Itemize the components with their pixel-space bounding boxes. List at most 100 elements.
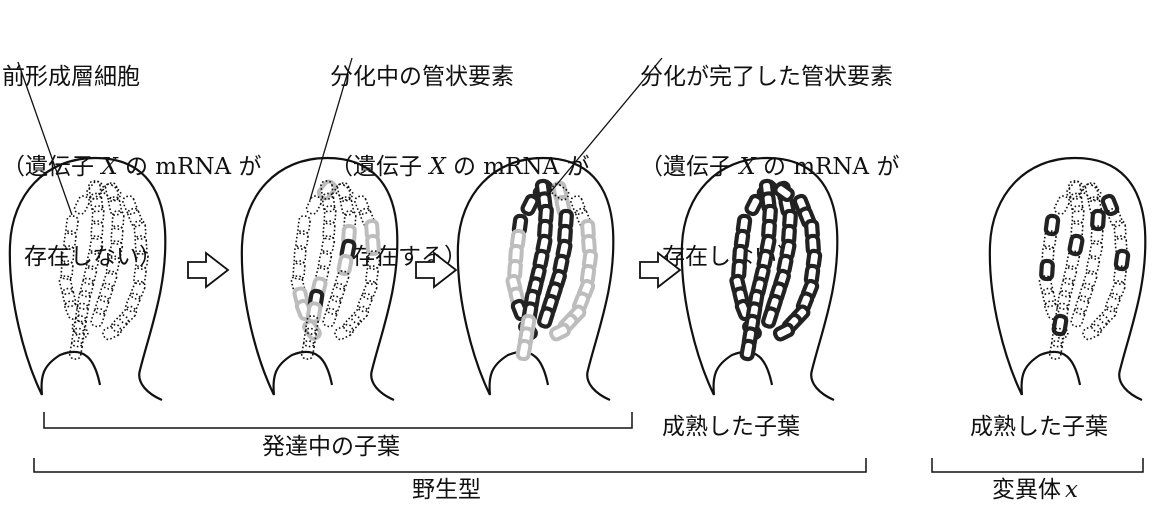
procambium-cell [82,265,98,285]
completed-element [1043,213,1061,237]
procambium-cell [107,196,123,216]
procambium-cell [1059,277,1075,298]
caption-mature-wildtype: 成熟した子葉 [662,414,800,440]
procambium-cell [330,282,346,303]
procambium-cell [1044,300,1060,320]
procambium-cell [1053,195,1071,215]
procambium-cell [305,315,319,335]
completed-element [773,181,795,203]
procambium-cell [1082,270,1098,290]
procambium-cell [357,292,373,313]
leader-line-differentiating [309,57,353,201]
procambium-cell [1084,182,1100,202]
procambium-cell [1113,265,1127,285]
procambium-cell [90,220,104,240]
differentiating-element [316,179,338,201]
callout-procambium-line2b: の mRNA が [117,154,262,180]
procambium-cell [1107,207,1123,228]
procambium-cell [295,230,309,250]
procambium-cell [334,323,354,341]
procambium-cell [1088,240,1104,260]
procambium-cell [61,245,75,265]
procambium-cell [322,307,338,328]
leader-line-completed [547,57,663,196]
procambium-cell [303,327,317,348]
procambium-cell [350,305,370,325]
arrow-icon-3 [639,251,682,289]
procambium-cell [77,290,91,310]
differentiating-element [365,233,381,257]
procambium-cell [75,302,89,323]
procambium-cell [339,196,355,216]
procambium-cell [61,287,77,308]
procambium-cell [1090,225,1104,245]
procambium-cell [305,195,323,215]
procambium-cell [1069,192,1084,213]
completed-element [1067,233,1085,257]
procambium-cell [134,235,148,255]
procambium-cell [1043,230,1057,250]
procambium-cell [110,314,130,333]
bracket-wildtype [33,458,867,473]
procambium-cell [570,195,586,215]
procambium-cell [1070,220,1084,240]
procambium-cell [1082,323,1102,341]
completed-element [1090,208,1106,232]
callout-procambium-title: 前形成層細胞 [2,64,140,90]
procambium-cell [321,192,336,213]
procambium-cell [1070,307,1086,328]
procambium-cell [359,207,375,228]
completed-element [761,306,779,329]
procambium-cell [1048,340,1064,360]
vein-network-2 [290,179,381,360]
procambium-cell [130,280,146,300]
vein-network-4 [729,178,823,362]
procambium-cell [110,225,124,245]
completed-element [1113,248,1131,272]
completed-element [520,193,540,217]
procambium-cell [1057,290,1071,310]
procambium-cell [297,215,311,235]
procambium-cell [135,250,149,270]
procambium-cell [71,327,85,348]
differentiating-element [305,301,323,324]
procambium-cell [1062,265,1078,285]
vein-network-3 [505,178,599,362]
procambium-cell [111,210,125,230]
procambium-cell [367,250,381,270]
procambium-cell [1078,282,1094,303]
caption-mutant-text: 変異体 [992,477,1061,503]
leader-line-procambium [17,61,73,216]
procambium-cell [300,340,316,360]
vein-network-1 [58,180,149,360]
differentiating-element [549,322,571,342]
procambium-cell [105,255,121,275]
procambium-cell [1110,280,1126,300]
procambium-cell [102,323,122,341]
procambium-cell [104,182,120,202]
procambium-cell [354,195,370,215]
procambium-cell [334,270,350,290]
callout-differentiating-line2b: の mRNA が [445,154,590,180]
procambium-cell [1071,205,1085,225]
procambium-cell [1041,245,1055,265]
callout-completed-line3: 存在しない） [662,244,800,270]
procambium-cell [1041,287,1057,308]
procambium-cell [1087,196,1103,216]
procambium-cell [575,207,591,228]
caption-wildtype: 野生型 [412,477,481,503]
procambium-cell [108,240,124,260]
completed-element [1051,313,1069,337]
procambium-cell [60,260,74,280]
procambium-cell [1074,295,1090,315]
procambium-cell [94,295,110,315]
arrow-icon-1 [187,251,230,289]
procambium-cell [125,292,141,313]
completed-element [1100,193,1120,217]
procambium-cell [362,280,378,300]
procambium-cell [98,282,114,303]
procambium-cell [1055,302,1069,323]
vein-network-mutant [1038,180,1131,360]
